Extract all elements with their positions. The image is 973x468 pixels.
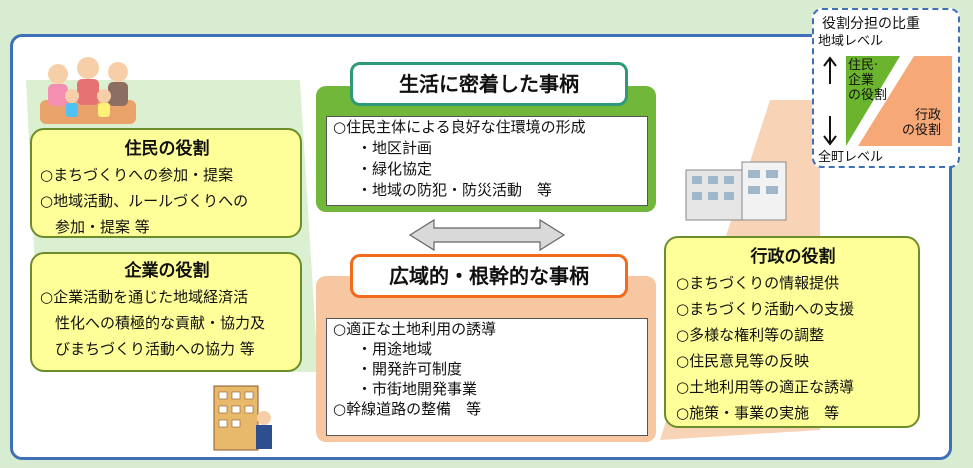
regional-matters-line: ・市街地開発事業: [357, 380, 478, 398]
local-matters-line: ・地域の防犯・防災活動 等: [357, 181, 553, 199]
resident-share-line: 企業: [848, 73, 875, 88]
local-matters-list: ○住民主体による良好な住環境の形成 ・地区計画 ・緑化協定 ・地域の防犯・防災活…: [326, 116, 648, 206]
regional-matters-line: ・用途地域: [357, 340, 433, 358]
admin-share-line: 行政: [915, 108, 942, 123]
ratio-chart: [823, 56, 952, 146]
companies-line: びまちづくり活動への協力 等: [40, 340, 255, 358]
residents-line: ○地域活動、ルールづくりへの: [40, 192, 249, 210]
administration-line: ○多様な権利等の調整: [676, 326, 825, 344]
down-arrow-icon: [823, 116, 837, 146]
resident-share-line: の役割: [848, 88, 888, 103]
regional-matters-line: ○幹線道路の整備 等: [333, 400, 482, 418]
ratio-bottom-label: 全町レベル: [818, 150, 884, 165]
companies-title: 企業の役割: [124, 261, 210, 281]
administration-line: ○まちづくりの情報提供: [676, 274, 840, 292]
family-illustration: [40, 57, 136, 124]
companies-line: ○企業活動を通じた地域経済活: [40, 288, 249, 306]
residents-title: 住民の役割: [124, 139, 210, 159]
administration-line: ○土地利用等の適正な誘導: [676, 378, 855, 396]
resident-share-line: 住民·: [848, 58, 879, 73]
residents-line: ○まちづくりへの参加・提案: [40, 166, 234, 184]
local-matters-line: ・地区計画: [357, 139, 433, 157]
government-building-illustration: [685, 161, 787, 221]
double-arrow-icon: [408, 218, 566, 252]
administration-title: 行政の役割: [750, 247, 836, 267]
resident-share-label: 住民· 企業 の役割: [848, 58, 887, 103]
companies-line: 性化への積極的な貢献・協力及: [40, 314, 266, 332]
companies-role-box: 企業の役割 ○企業活動を通じた地域経済活 性化への積極的な貢献・協力及 びまちづ…: [30, 252, 302, 372]
office-building-illustration: [213, 385, 272, 451]
regional-matters-line: ○適正な土地利用の誘導: [333, 320, 497, 338]
resident-share: [846, 56, 900, 146]
admin-share-line: の役割: [902, 123, 942, 138]
administration-line: ○まちづくり活動への支援: [676, 300, 855, 318]
administration-line: ○施策・事業の実施 等: [676, 404, 840, 422]
local-matters-line: ○住民主体による良好な住環境の形成: [333, 118, 586, 136]
regional-matters-title: 広域的・根幹的な事柄: [350, 254, 628, 298]
admin-share: [858, 56, 952, 146]
local-matters-line: ・緑化協定: [357, 160, 433, 178]
regional-matters-line: ・開発許可制度: [357, 360, 463, 378]
local-matters-title: 生活に密着した事柄: [350, 62, 628, 106]
residents-line: 参加・提案 等: [40, 218, 150, 236]
regional-matters-list: ○適正な土地利用の誘導 ・用途地域 ・開発許可制度 ・市街地開発事業 ○幹線道路…: [326, 318, 648, 436]
admin-share-label: 行政 の役割: [902, 108, 941, 138]
role-ratio-legend: 役割分担の比重 地域レベル 住民· 企業 の役割 行政 の役割 全町レベル: [812, 8, 960, 168]
residents-role-box: 住民の役割 ○まちづくりへの参加・提案 ○地域活動、ルールづくりへの 参加・提案…: [30, 128, 302, 238]
ratio-title: 役割分担の比重: [822, 16, 920, 32]
up-arrow-icon: [823, 56, 837, 84]
administration-role-box: 行政の役割 ○まちづくりの情報提供 ○まちづくり活動への支援 ○多様な権利等の調…: [664, 236, 920, 428]
ratio-top-label: 地域レベル: [818, 34, 884, 49]
administration-line: ○住民意見等の反映: [676, 352, 810, 370]
